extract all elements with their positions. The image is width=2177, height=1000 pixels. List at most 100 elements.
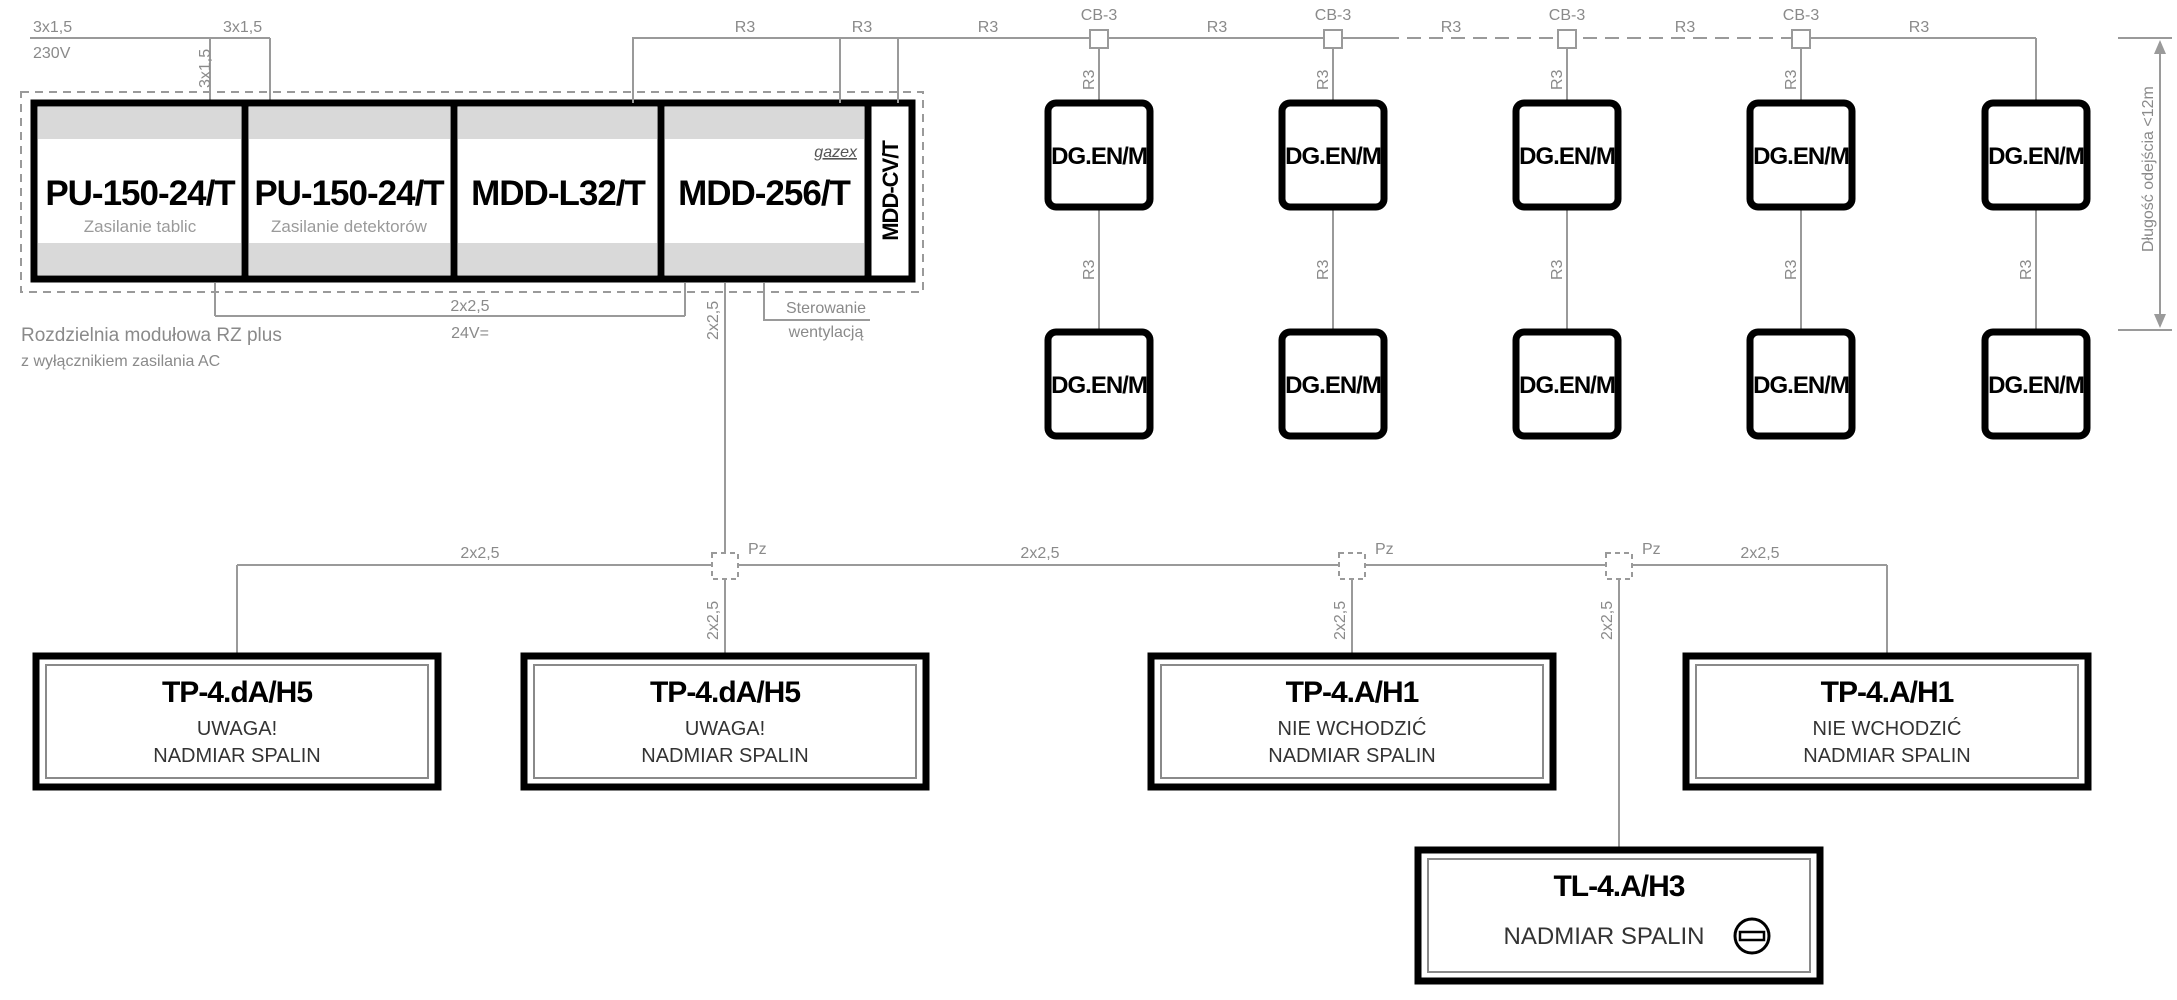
supply-cable-label-b: 3x1,5 bbox=[223, 19, 262, 36]
detector-top-2 bbox=[1278, 99, 1388, 211]
detector-bottom-2 bbox=[1278, 328, 1388, 440]
detector-bus: R3 R3 R3 R3 R3 R3 R3 CB-3 CB-3 CB-3 CB-3 bbox=[632, 7, 2037, 103]
panel-5: TL-4.A/H3 NADMIAR SPALIN bbox=[1414, 846, 1824, 985]
dc-bus-voltage-label: 24V= bbox=[451, 325, 489, 342]
panel-1-line2: NADMIAR SPALIN bbox=[153, 745, 320, 767]
svg-text:CB-3: CB-3 bbox=[1783, 7, 1820, 24]
svg-text:R3: R3 bbox=[1783, 259, 1800, 280]
module-1-subtitle: Zasilanie tablic bbox=[84, 217, 197, 236]
length-dimension: Długość odejścia <12m bbox=[2118, 37, 2172, 331]
panel-3-title: TP-4.A/H1 bbox=[1286, 676, 1419, 709]
module-2-subtitle: Zasilanie detektorów bbox=[271, 217, 428, 236]
detector-bottom-5-label: DG.EN/M bbox=[1988, 372, 2084, 399]
detector-top-4-label: DG.EN/M bbox=[1753, 143, 1849, 170]
panel-4-title: TP-4.A/H1 bbox=[1821, 676, 1954, 709]
panel-5-title: TL-4.A/H3 bbox=[1553, 870, 1684, 903]
junction-pz-2: Pz bbox=[1338, 541, 1394, 580]
junction-cb3-3: CB-3 bbox=[1549, 7, 1586, 49]
detector-top-2-label: DG.EN/M bbox=[1285, 143, 1381, 170]
panel-4-line2: NADMIAR SPALIN bbox=[1803, 745, 1970, 767]
panel-4: TP-4.A/H1 NIE WCHODZIĆ NADMIAR SPALIN bbox=[1682, 652, 2092, 791]
detector-top-1-label: DG.EN/M bbox=[1051, 143, 1147, 170]
module-5: MDD-CV/T bbox=[864, 99, 916, 283]
supply-cable-vertical-label: 3x1,5 bbox=[197, 49, 214, 88]
dimension-label: Długość odejścia <12m bbox=[2140, 86, 2157, 252]
svg-text:Pz: Pz bbox=[1375, 541, 1394, 558]
detector-bottom-1 bbox=[1044, 328, 1154, 440]
svg-text:R3: R3 bbox=[1783, 69, 1800, 90]
detector-top-5 bbox=[1981, 99, 2091, 211]
ventilation-label-2: wentylacją bbox=[788, 324, 864, 341]
svg-text:R3: R3 bbox=[1315, 69, 1332, 90]
signal-bus-label-1: 2x2,5 bbox=[460, 545, 499, 562]
svg-text:Pz: Pz bbox=[748, 541, 767, 558]
dc-bus-cable-label: 2x2,5 bbox=[450, 298, 489, 315]
detector-top-4 bbox=[1746, 99, 1856, 211]
detector-top-1 bbox=[1044, 99, 1154, 211]
detector-bottom-4-label: DG.EN/M bbox=[1753, 372, 1849, 399]
panel-3-line1: NIE WCHODZIĆ bbox=[1278, 717, 1427, 740]
junction-cb3-4: CB-3 bbox=[1783, 7, 1820, 49]
panel-1-line1: UWAGA! bbox=[197, 718, 277, 740]
module-3-title: MDD-L32/T bbox=[471, 174, 645, 213]
signal-bus: 2x2,5 2x2,5 2x2,5 2x2,5 2x2,5 2x2,5 Pz P… bbox=[236, 541, 1888, 850]
supply-voltage-label: 230V bbox=[33, 45, 71, 62]
detector-bottom-5 bbox=[1981, 328, 2091, 440]
module-1: PU-150-24/T Zasilanie tablic bbox=[30, 99, 249, 283]
detector-bottom-3-label: DG.EN/M bbox=[1519, 372, 1615, 399]
module-4-title: MDD-256/T bbox=[678, 174, 850, 213]
detector-column-3: R3 R3 DG.EN/M DG.EN/M bbox=[1512, 48, 1622, 440]
panel-3-line2: NADMIAR SPALIN bbox=[1268, 745, 1435, 767]
bus-label-4: R3 bbox=[1207, 19, 1228, 36]
signal-bus-label-3: 2x2,5 bbox=[1740, 545, 1779, 562]
panel-1-title: TP-4.dA/H5 bbox=[162, 676, 312, 709]
power-feed: 3x1,5 3x1,5 230V 3x1,5 bbox=[30, 19, 271, 103]
detector-top-3 bbox=[1512, 99, 1622, 211]
detector-column-4: R3 R3 DG.EN/M DG.EN/M bbox=[1746, 48, 1856, 440]
panel-2-title: TP-4.dA/H5 bbox=[650, 676, 800, 709]
module-2-title: PU-150-24/T bbox=[254, 174, 444, 213]
svg-text:R3: R3 bbox=[1081, 259, 1098, 280]
panel-1: TP-4.dA/H5 UWAGA! NADMIAR SPALIN bbox=[32, 652, 442, 791]
svg-text:CB-3: CB-3 bbox=[1081, 7, 1118, 24]
detector-column-5: R3 DG.EN/M DG.EN/M bbox=[1981, 99, 2091, 440]
junction-pz-3: Pz bbox=[1605, 541, 1661, 580]
svg-text:2x2,5: 2x2,5 bbox=[1599, 601, 1616, 640]
junction-cb3-1: CB-3 bbox=[1081, 7, 1118, 49]
junction-cb3-2: CB-3 bbox=[1315, 7, 1351, 49]
detector-top-3-label: DG.EN/M bbox=[1519, 143, 1615, 170]
detector-bottom-3 bbox=[1512, 328, 1622, 440]
bus-label-6: R3 bbox=[1675, 19, 1696, 36]
ventilation-label-1: Sterowanie bbox=[786, 300, 866, 317]
svg-text:R3: R3 bbox=[1081, 69, 1098, 90]
detector-column-1: R3 R3 DG.EN/M DG.EN/M bbox=[1044, 48, 1154, 440]
module-2: PU-150-24/T Zasilanie detektorów bbox=[241, 99, 458, 283]
detector-top-5-label: DG.EN/M bbox=[1988, 143, 2084, 170]
bus-label-5: R3 bbox=[1441, 19, 1462, 36]
supply-cable-label-a: 3x1,5 bbox=[33, 19, 72, 36]
panel-2-line2: NADMIAR SPALIN bbox=[641, 745, 808, 767]
no-entry-icon bbox=[1733, 917, 1771, 955]
svg-text:CB-3: CB-3 bbox=[1549, 7, 1586, 24]
panel-3: TP-4.A/H1 NIE WCHODZIĆ NADMIAR SPALIN bbox=[1147, 652, 1557, 791]
cabinet-subtitle: z wyłącznikiem zasilania AC bbox=[21, 353, 220, 370]
module-1-title: PU-150-24/T bbox=[45, 174, 235, 213]
panel-5-line1: NADMIAR SPALIN bbox=[1504, 923, 1705, 950]
gazex-logo: gazex bbox=[814, 144, 858, 161]
module-4: gazex MDD-256/T bbox=[657, 99, 872, 283]
svg-text:R3: R3 bbox=[2018, 259, 2035, 280]
svg-text:R3: R3 bbox=[1549, 259, 1566, 280]
svg-text:R3: R3 bbox=[1315, 259, 1332, 280]
bus-label-7: R3 bbox=[1909, 19, 1930, 36]
svg-text:2x2,5: 2x2,5 bbox=[705, 601, 722, 640]
svg-text:2x2,5: 2x2,5 bbox=[1332, 601, 1349, 640]
svg-text:R3: R3 bbox=[1549, 69, 1566, 90]
bus-label-3: R3 bbox=[978, 19, 999, 36]
detector-column-2: R3 R3 DG.EN/M DG.EN/M bbox=[1278, 48, 1388, 440]
panel-2-line1: UWAGA! bbox=[685, 718, 765, 740]
module-3: MDD-L32/T bbox=[450, 99, 665, 283]
bus-label-2: R3 bbox=[852, 19, 873, 36]
junction-pz-1: Pz bbox=[711, 541, 767, 580]
panel-2: TP-4.dA/H5 UWAGA! NADMIAR SPALIN bbox=[520, 652, 930, 791]
